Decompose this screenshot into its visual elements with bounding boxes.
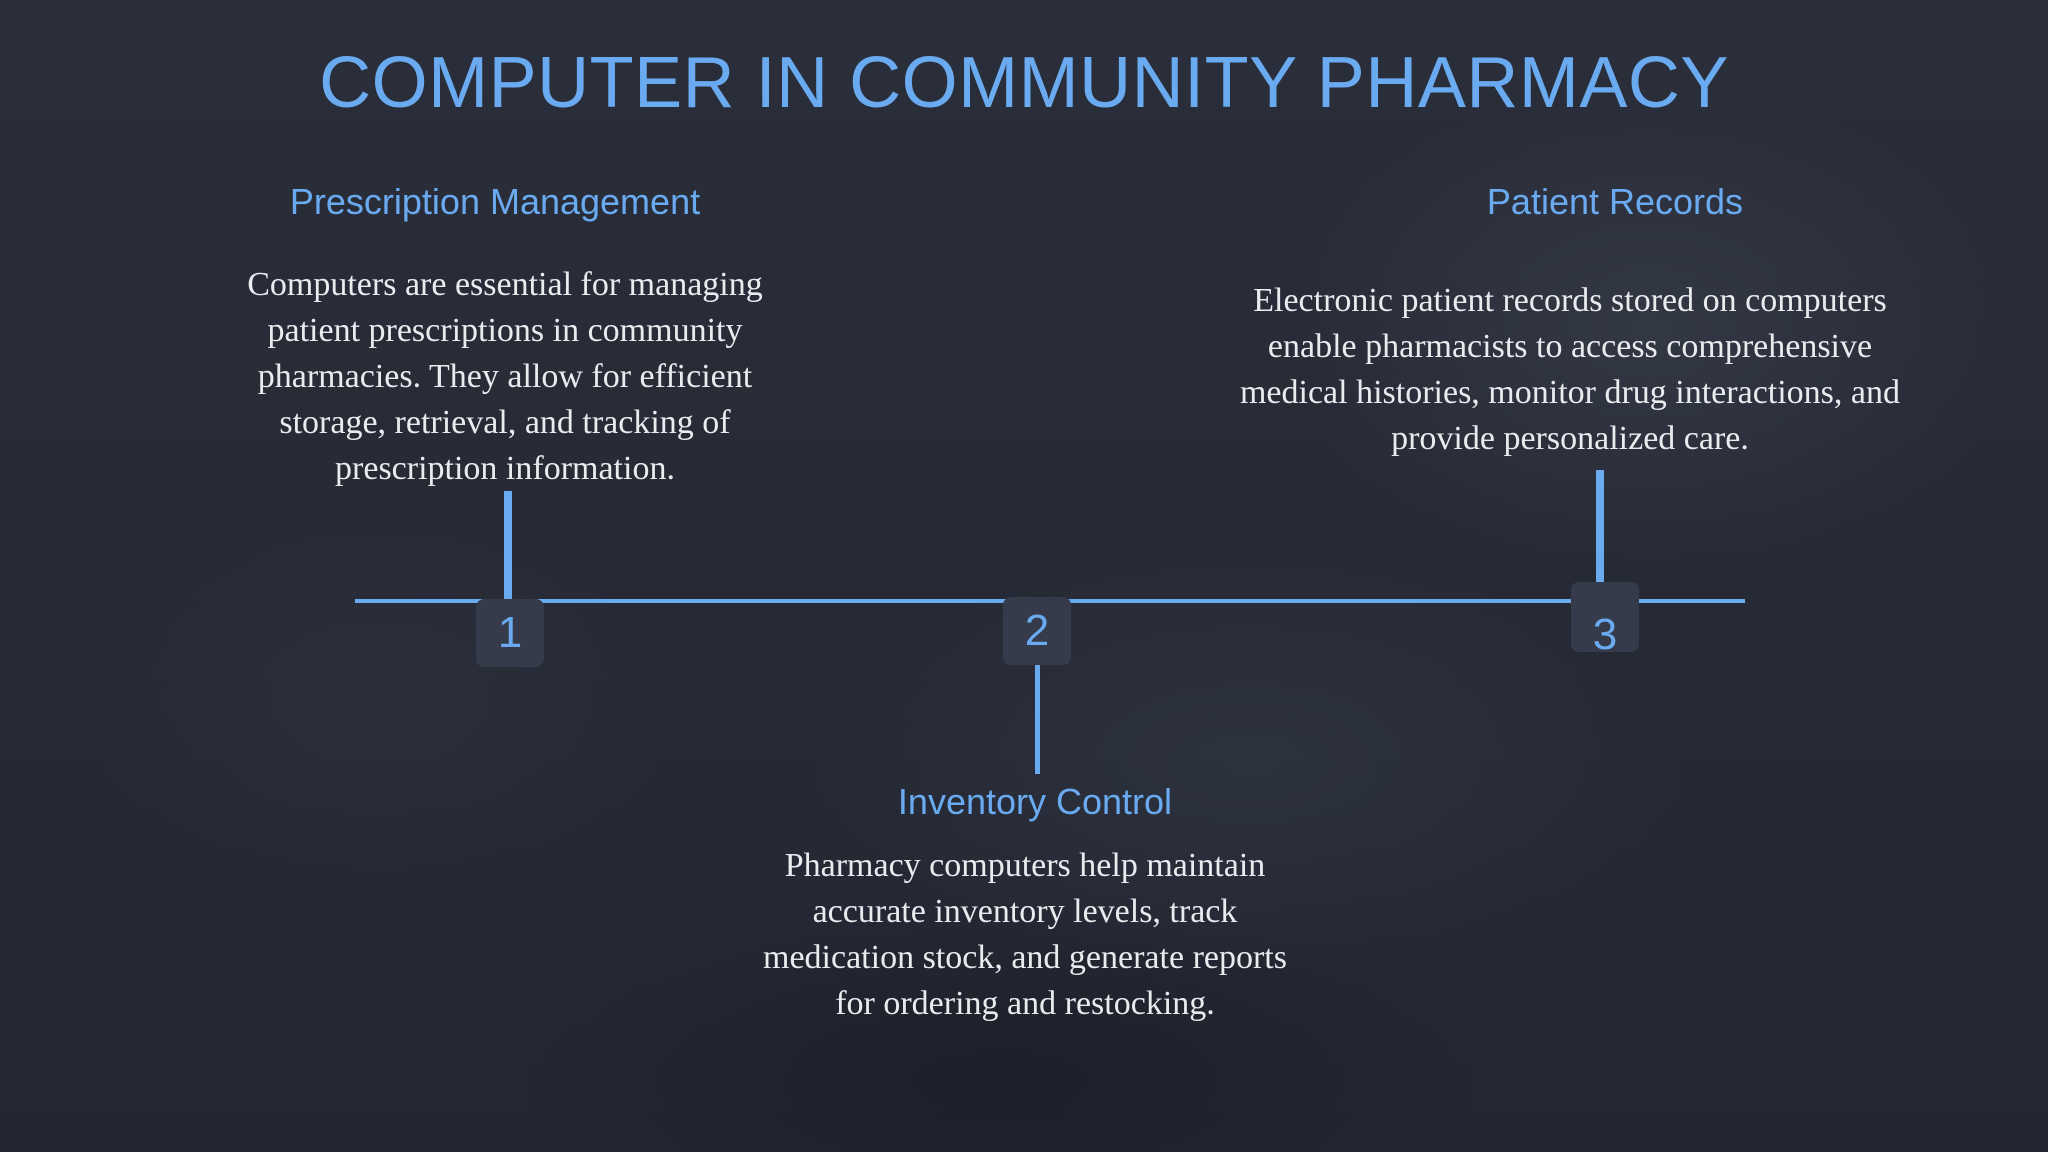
connector-3	[1596, 470, 1604, 582]
heading-patient-records: Patient Records	[1486, 181, 1744, 222]
slide-title: COMPUTER IN COMMUNITY PHARMACY	[319, 43, 1729, 123]
heading-prescription-management: Prescription Management	[289, 181, 701, 222]
step-marker-3: 3	[1571, 582, 1639, 659]
description-prescription-management: Computers are essential for managing pat…	[247, 266, 763, 487]
step-marker-2: 2	[1003, 597, 1071, 665]
heading-inventory-control: Inventory Control	[897, 781, 1173, 822]
description-patient-records: Electronic patient records stored on com…	[1239, 282, 1900, 457]
description-inventory-control: Pharmacy computers help maintain accurat…	[763, 847, 1287, 1022]
connector-1	[504, 491, 512, 601]
step-marker-1: 1	[476, 599, 544, 667]
connector-2	[1035, 664, 1040, 774]
